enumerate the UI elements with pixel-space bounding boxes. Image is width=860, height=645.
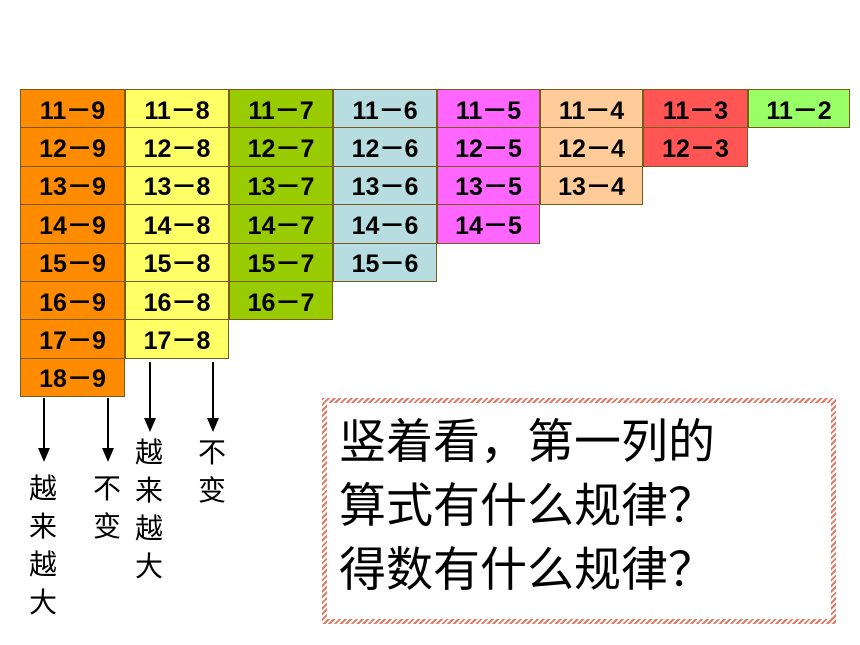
equation-cell: 15－8 [125,242,229,282]
equation-cell: 11－9 [20,89,125,129]
equation-cell: 12－5 [437,127,540,167]
equation-cell: 11－5 [437,89,540,129]
question-text: 竖着看，第一列的 算式有什么规律？ 得数有什么规律？ [327,403,831,619]
equation-cell: 11－8 [125,89,229,129]
equation-cell: 11－2 [748,89,850,129]
equation-cell: 13－9 [20,165,125,206]
equation-cell: 17－8 [125,319,229,359]
equation-cell: 12－8 [125,127,229,167]
equation-cell: 13－4 [540,165,643,206]
equation-cell: 14－7 [229,204,333,244]
annotation-col2-increasing: 越来越大 [134,436,163,583]
equation-cell: 11－6 [333,89,437,129]
equation-cell: 14－6 [333,204,437,244]
arrowhead-col2-subtrahend [207,418,219,432]
equation-cell: 12－3 [643,127,748,167]
equation-cell: 15－6 [333,242,437,282]
equation-cell: 12－9 [20,127,125,167]
arrow-col2-subtrahend [212,362,214,420]
arrow-col1-minuend [43,398,45,450]
equation-cell: 18－9 [20,357,125,398]
equation-cell: 12－7 [229,127,333,167]
equation-cell: 14－9 [20,204,125,244]
equation-cell: 16－9 [20,281,125,321]
equation-cell: 12－6 [333,127,437,167]
equation-cell: 12－4 [540,127,643,167]
arrow-col2-minuend [149,362,151,420]
equation-cell: 13－7 [229,165,333,206]
arrowhead-col1-minuend [38,448,50,462]
equation-cell: 11－7 [229,89,333,129]
equation-cell: 14－5 [437,204,540,244]
equation-cell: 15－7 [229,242,333,282]
arrow-col1-subtrahend [107,398,109,450]
equation-cell: 13－8 [125,165,229,206]
equation-cell: 16－8 [125,281,229,321]
equation-cell: 17－9 [20,319,125,359]
equation-cell: 13－6 [333,165,437,206]
question-line-3: 得数有什么规律？ [339,543,715,598]
equation-cell: 11－4 [540,89,643,129]
arrowhead-col1-subtrahend [102,448,114,462]
annotation-col2-unchanged: 不变 [197,436,226,507]
annotation-col1-unchanged: 不变 [92,472,121,543]
equation-cell: 13－5 [437,165,540,206]
arrowhead-col2-minuend [144,418,156,432]
question-line-2: 算式有什么规律？ [339,479,715,534]
equation-cell: 11－3 [643,89,748,129]
equation-cell: 14－8 [125,204,229,244]
equation-cell: 16－7 [229,281,333,321]
question-box: 竖着看，第一列的 算式有什么规律？ 得数有什么规律？ [322,398,836,624]
question-line-1: 竖着看，第一列的 [339,415,715,470]
annotation-col1-increasing: 越来越大 [28,472,57,619]
equation-cell: 15－9 [20,242,125,282]
